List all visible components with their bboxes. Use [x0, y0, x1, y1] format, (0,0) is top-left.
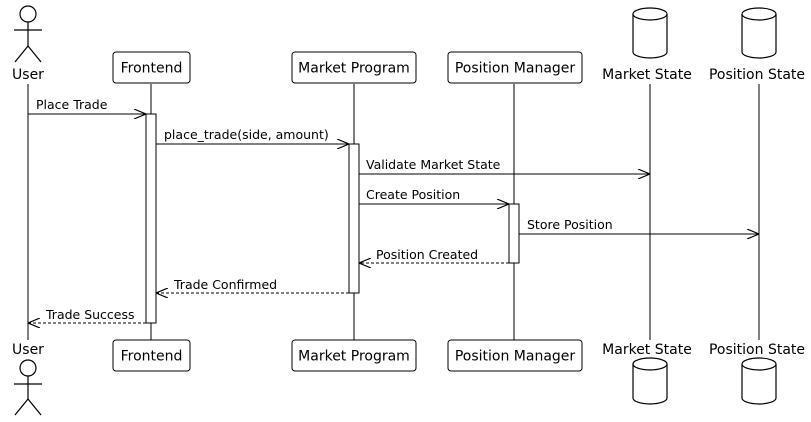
message-validate-market-state: Validate Market State	[359, 157, 649, 174]
message-label: Store Position	[527, 217, 613, 232]
participants-top: User Frontend Market Program Position Ma…	[12, 5, 805, 84]
message-store-position: Store Position	[519, 217, 758, 234]
database-position-state-top: Position State	[709, 7, 805, 83]
participant-label: User	[12, 342, 44, 358]
participant-market-program-top: Market Program	[291, 51, 417, 84]
activation-frontend	[145, 113, 157, 324]
participant-label: Position Manager	[455, 349, 576, 365]
message-trade-confirmed: Trade Confirmed	[157, 277, 349, 293]
message-label: Validate Market State	[366, 157, 501, 172]
participant-market-program-bottom: Market Program	[291, 339, 417, 372]
participants-bottom: User Frontend Market Program Position Ma…	[12, 339, 805, 416]
participant-label: Market State	[602, 342, 692, 358]
message-place-trade: Place Trade	[28, 97, 145, 114]
database-icon	[632, 7, 668, 59]
message-place-trade-call: place_trade(side, amount)	[156, 127, 348, 144]
database-icon	[632, 357, 668, 405]
participant-frontend-bottom: Frontend	[112, 339, 191, 372]
activation-position-manager	[508, 203, 520, 264]
message-position-created: Position Created	[360, 247, 509, 263]
participant-label: Position Manager	[455, 61, 576, 77]
database-position-state-bottom: Position State	[709, 342, 805, 405]
message-label: Position Created	[376, 247, 478, 262]
actor-user-bottom: User	[12, 342, 44, 416]
message-label: Trade Confirmed	[173, 277, 277, 292]
participant-frontend-top: Frontend	[112, 51, 191, 84]
messages: Place Trade place_trade(side, amount) Va…	[28, 97, 758, 323]
participant-label: Position State	[709, 67, 805, 83]
database-icon	[741, 357, 777, 405]
participant-position-manager-top: Position Manager	[447, 51, 583, 84]
participant-label: Market State	[602, 67, 692, 83]
stick-figure-icon	[14, 5, 42, 63]
participant-label: Market Program	[298, 349, 410, 365]
message-trade-success: Trade Success	[29, 307, 146, 323]
message-label: Trade Success	[45, 307, 135, 322]
participant-position-manager-bottom: Position Manager	[447, 339, 583, 372]
message-label: Create Position	[366, 187, 460, 202]
message-label: place_trade(side, amount)	[164, 127, 329, 142]
message-label: Place Trade	[36, 97, 108, 112]
database-market-state-bottom: Market State	[602, 342, 692, 405]
participant-label: Market Program	[298, 61, 410, 77]
actor-user-top: User	[12, 5, 44, 83]
database-market-state-top: Market State	[602, 7, 692, 83]
participant-label: Position State	[709, 342, 805, 358]
database-icon	[741, 7, 777, 59]
participant-label: User	[12, 67, 44, 83]
participant-label: Frontend	[121, 61, 183, 77]
participant-label: Frontend	[121, 349, 183, 365]
lifelines	[27, 84, 760, 340]
message-create-position: Create Position	[359, 187, 508, 204]
activation-market-program	[348, 143, 360, 294]
stick-figure-icon	[14, 359, 42, 416]
